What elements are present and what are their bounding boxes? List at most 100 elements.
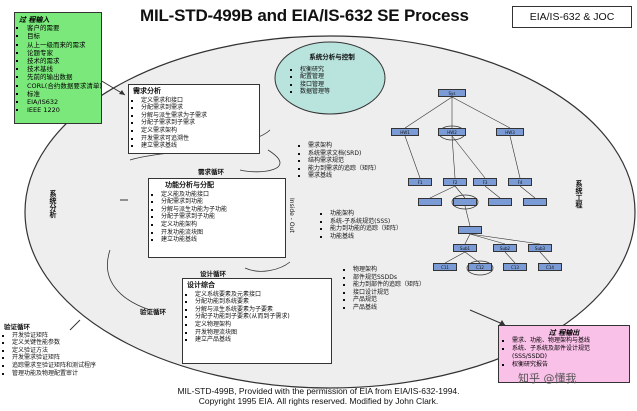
list-item: 定义关键性能参数: [12, 339, 114, 347]
tree-node: [488, 198, 512, 206]
list-item: 需求、功能、物理架构与基线: [512, 337, 624, 345]
list-item: 能力到部件的追踪（矩阵）: [353, 281, 425, 289]
tree-node: Sub1: [453, 244, 477, 252]
tree-node: [523, 198, 547, 206]
list-item: 定义物理架构: [195, 321, 327, 329]
list-item: EIA/IS632: [27, 98, 97, 106]
list-item: 需求架构: [308, 142, 380, 150]
functional-analysis-box: 功能分析与分配 定义能及功能接口 分配需求到功能 分解与派生功能为子功能 分配子…: [148, 178, 286, 258]
list-item: 数据管理等: [300, 88, 372, 96]
tree-node: Sub3: [528, 244, 552, 252]
tree-node: F2: [443, 178, 467, 186]
requirements-outputs: 需求架构 系统需求文档(SRD) 结构需求规范 能力到需求的追踪（矩阵） 需求基…: [300, 142, 380, 180]
list-item: 建立需求基线: [141, 142, 255, 150]
list-item: 技术基线: [27, 65, 97, 73]
tree-node: C11: [433, 263, 457, 271]
list-item: 开发物理流块图: [195, 329, 327, 337]
list-item: 系统-子系统规范(SSS): [330, 218, 402, 226]
tree-node: Sys: [438, 89, 466, 97]
list-item: 系统需求文档(SRD): [308, 150, 380, 158]
footer-line-1: MIL-STD-499B, Provided with the permissi…: [177, 386, 460, 396]
tree-node: C13: [503, 263, 527, 271]
tree-node: [458, 226, 482, 234]
tree-node: Sub2: [493, 244, 517, 252]
list-item: CORL(合约数据要求清单): [27, 82, 102, 90]
requirements-analysis-heading: 需求分析: [133, 87, 161, 95]
list-item: 功能基线: [330, 233, 402, 241]
list-item: 产品规范: [353, 296, 425, 304]
tree-node: C14: [538, 263, 562, 271]
copyright-footer: MIL-STD-499B, Provided with the permissi…: [0, 386, 637, 406]
verification-loop-label: 验证循环: [140, 308, 166, 316]
list-item: 分配子需求到子功能: [161, 213, 281, 221]
tree-node: HW1: [391, 128, 419, 136]
tree-node: F1: [408, 178, 432, 186]
design-loop-label: 设计循环: [200, 270, 226, 278]
footer-line-2: Copyright 1995 EIA. All rights reserved.…: [198, 396, 439, 406]
list-item: 分解与派生功能为子功能: [161, 206, 281, 214]
process-output-box: 过 程输出 需求、功能、物理架构与基线 系统、子系统及部件设计规范(SSS/SS…: [498, 325, 630, 383]
list-item: 定义功能架构: [161, 221, 281, 229]
design-synthesis-heading: 设计综合: [187, 281, 215, 289]
list-item: 定义验证方法: [12, 347, 114, 355]
list-item: 论题专家: [27, 49, 97, 57]
list-item: 定义系统要素及元素接口: [195, 291, 327, 299]
process-input-box: 过 程输入 客户的需要 目标 从上一级而来的需求 论题专家 技术的需求 技术基线…: [14, 12, 102, 124]
verification-loop-list: 验证循环 开发验证矩阵 定义关键性能参数 定义验证方法 开发需求验证矩阵 追踪需…: [4, 323, 114, 378]
list-item: 分配功能到系统要素: [195, 298, 327, 306]
tree-node: HW3: [496, 128, 524, 136]
list-item: 客户的需要: [27, 24, 97, 32]
list-item: 从上一级而来的需求: [27, 41, 97, 49]
verification-heading: 验证循环: [4, 323, 30, 331]
tree-node: F4: [508, 178, 532, 186]
process-input-heading: 过 程输入: [19, 16, 50, 24]
page-title: MIL-STD-499B and EIA/IS-632 SE Process: [140, 6, 469, 25]
list-item: 先前的输出数据: [27, 73, 97, 81]
design-synthesis-box: 设计综合 定义系统要素及元素接口 分配功能到系统要素 分解与派生系统要素为子要素…: [182, 278, 332, 364]
process-output-heading: 过 程输出: [548, 329, 580, 337]
list-item: 开发需求验证矩阵: [12, 354, 114, 362]
physical-outputs: 物理架构 部件规范SSDDs 能力到部件的追踪（矩阵） 接口设计规范 产品规范 …: [345, 266, 425, 312]
list-item: 开发功能流块图: [161, 229, 281, 237]
list-item: 系统、子系统及部件设计规范(SSS/SSDD): [512, 345, 624, 361]
list-item: 管理功能及物理配置审计: [12, 370, 114, 378]
system-analysis-control: 系统分析与控制 权衡研究 配置管理 接口管理 数据管理等: [292, 53, 372, 96]
list-item: 开发需求可追溯性: [141, 135, 255, 143]
list-item: 接口管理: [300, 81, 372, 89]
system-analysis-heading: 系统分析与控制: [309, 53, 355, 61]
requirements-loop-label: 需求循环: [198, 168, 224, 176]
left-side-label: 系统分析: [49, 190, 57, 218]
functional-analysis-heading: 功能分析与分配: [165, 181, 214, 189]
tree-node: F3: [473, 178, 497, 186]
list-item: 产品基线: [353, 304, 425, 312]
list-item: 部件规范SSDDs: [353, 274, 425, 282]
tree-node: [453, 198, 477, 206]
process-input-list: 客户的需要 目标 从上一级而来的需求 论题专家 技术的需求 技术基线 先前的输出…: [19, 24, 102, 114]
tree-node: HW2: [438, 128, 466, 136]
list-item: 分解与派生需求为子需求: [141, 112, 255, 120]
requirements-analysis-box: 需求分析 定义需求和接口 分配需求到需求 分解与派生需求为子需求 分配子需求到子…: [128, 84, 260, 154]
list-item: 功能架构: [330, 210, 402, 218]
list-item: 目标: [27, 32, 97, 40]
list-item: 分解与派生系统要素为子要素: [195, 306, 327, 314]
list-item: 建立功能基线: [161, 236, 281, 244]
list-item: 分配子功能到子要素(从而到子需求): [195, 313, 327, 321]
list-item: IEEE 1220: [27, 106, 97, 114]
list-item: 建立产品基线: [195, 336, 327, 344]
list-item: 分配需求到需求: [141, 104, 255, 112]
tree-node: [418, 198, 442, 206]
list-item: 权衡研究: [300, 66, 372, 74]
list-item: 需求基线: [308, 172, 380, 180]
list-item: 追踪需求至验证矩阵和测试程序: [12, 362, 114, 370]
list-item: 配置管理: [300, 73, 372, 81]
list-item: 定义能及功能接口: [161, 191, 281, 199]
sys-analysis-ellipse: [274, 41, 386, 115]
watermark: 知乎 @懂我: [518, 372, 577, 385]
list-item: 技术的需求: [27, 57, 97, 65]
list-item: 开发验证矩阵: [12, 332, 114, 340]
list-item: 能力到需求的追踪（矩阵）: [308, 165, 380, 173]
list-item: 权衡研究报告: [512, 361, 624, 369]
list-item: 分配需求到功能: [161, 198, 281, 206]
tree-node: C12: [468, 263, 492, 271]
list-item: 标准: [27, 90, 97, 98]
